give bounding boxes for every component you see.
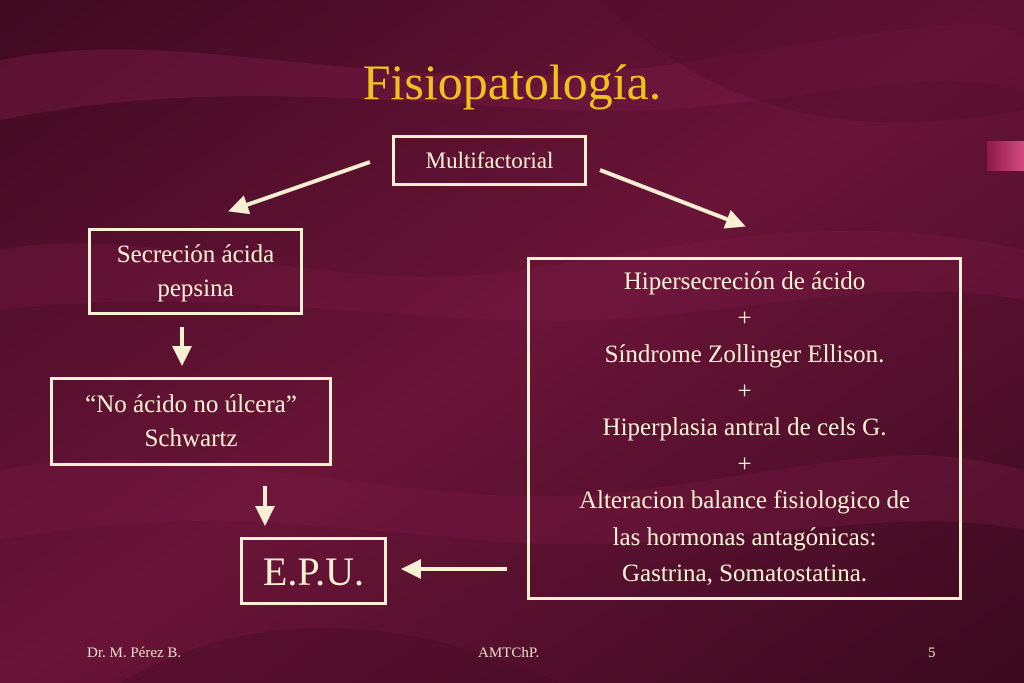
box-hipersecrecion-line: + xyxy=(737,377,752,405)
box-epu-label: E.P.U. xyxy=(262,548,365,594)
box-hipersecrecion-line: Gastrina, Somatostatina. xyxy=(621,560,868,588)
box-multifactorial: Multifactorial xyxy=(392,135,587,186)
box-hipersecrecion: Hipersecreción de ácido + Síndrome Zolli… xyxy=(527,257,962,600)
box-secrecion-line: Secreción ácida xyxy=(116,240,275,268)
box-no-acido: “No ácido no úlcera” Schwartz xyxy=(50,377,332,466)
box-hipersecrecion-line: las hormonas antagónicas: xyxy=(612,523,877,551)
box-no-acido-line: Schwartz xyxy=(144,424,238,452)
box-no-acido-line: “No ácido no úlcera” xyxy=(85,390,297,418)
accent-tab xyxy=(987,141,1024,171)
box-hipersecrecion-line: + xyxy=(737,304,752,332)
slide-title: Fisiopatología. xyxy=(362,54,662,110)
box-hipersecrecion-line: + xyxy=(737,450,752,478)
box-epu: E.P.U. xyxy=(240,537,387,605)
footer-org: AMTChP. xyxy=(478,645,540,661)
box-hipersecrecion-line: Alteracion balance fisiologico de xyxy=(578,487,911,515)
box-multifactorial-label: Multifactorial xyxy=(425,147,554,173)
footer-page-number: 5 xyxy=(928,645,936,661)
box-hipersecrecion-line: Hipersecreción de ácido xyxy=(623,268,866,296)
box-secrecion-line: pepsina xyxy=(157,274,234,302)
box-hipersecrecion-line: Síndrome Zollinger Ellison. xyxy=(604,341,885,369)
box-hipersecrecion-line: Hiperplasia antral de cels G. xyxy=(602,414,887,442)
arrow-multi-to-secrecion xyxy=(228,160,371,215)
box-secrecion: Secreción ácida pepsina xyxy=(88,228,303,315)
arrow-multi-to-hipersecrecion xyxy=(599,168,746,229)
footer-author: Dr. M. Pérez B. xyxy=(87,645,182,661)
